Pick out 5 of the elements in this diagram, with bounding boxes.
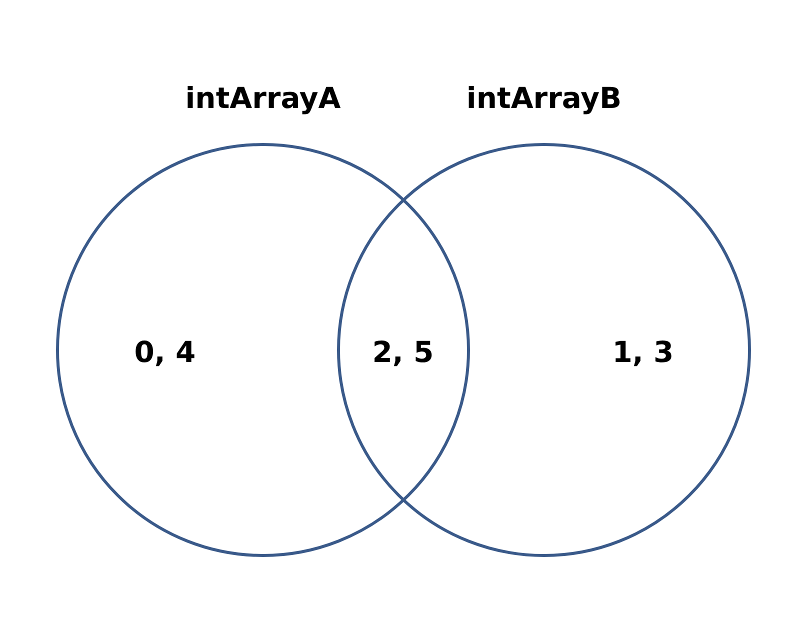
set-elements: 0, 4 [134, 335, 196, 369]
set-title: intArrayB [466, 81, 622, 115]
set-elements: 1, 3 [612, 335, 674, 369]
intersection-elements: 2, 5 [372, 335, 434, 369]
set-title: intArrayA [185, 81, 341, 115]
